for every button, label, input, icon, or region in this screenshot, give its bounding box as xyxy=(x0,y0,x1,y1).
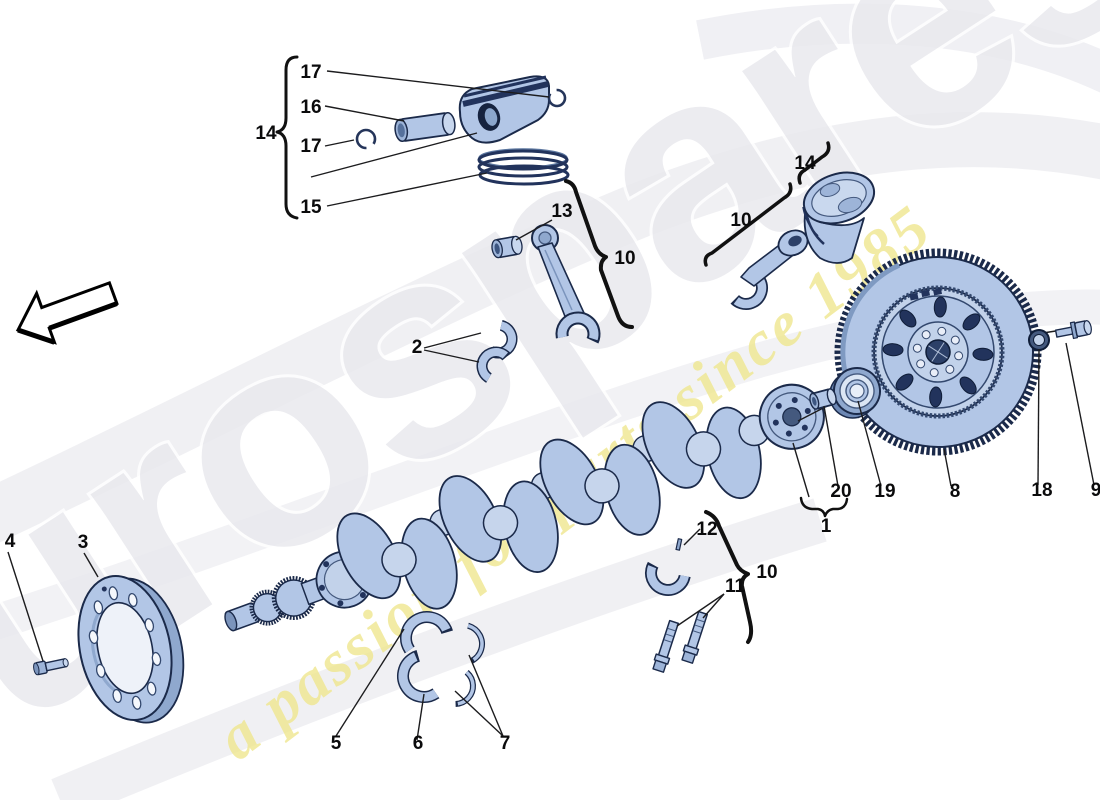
cap-bolt-1 xyxy=(652,619,680,673)
callout-9-bolt: 9 xyxy=(1091,480,1100,501)
brace-crankshaft-assembly xyxy=(799,496,849,518)
bracket-conrod-center xyxy=(564,179,634,329)
callout-10-conrod-right: 10 xyxy=(730,210,751,231)
conrod-cap xyxy=(645,550,691,596)
callout-20-bush: 20 xyxy=(830,481,851,502)
conrod-center xyxy=(531,224,601,357)
callout-7-thrust-washers: 7 xyxy=(500,733,511,754)
callout-16-gudgeon-pin: 16 xyxy=(300,97,321,118)
main-shell-lower xyxy=(397,649,451,703)
callout-4-damper-bolt: 4 xyxy=(5,531,16,552)
callout-labels: 17 16 17 15 14 13 10 2 14 10 8 18 9 19 2… xyxy=(5,62,1100,754)
callout-18-washer: 18 xyxy=(1031,480,1052,501)
damper-ring xyxy=(77,574,185,724)
bracket-piston-right xyxy=(797,141,831,185)
bracket-conrod-right xyxy=(703,182,793,267)
callout-2-shells: 2 xyxy=(412,337,423,358)
callout-19-seal: 19 xyxy=(874,481,895,502)
flywheel xyxy=(834,248,1042,456)
callout-15-piston-rings: 15 xyxy=(300,197,322,218)
callout-14-piston-group: 14 xyxy=(255,123,277,144)
gudgeon-pin xyxy=(394,111,456,143)
conrod-right xyxy=(724,229,809,310)
callout-13-bushing: 13 xyxy=(551,201,572,222)
callout-17-circlip-left: 17 xyxy=(300,136,321,157)
callout-17-circlip-top: 17 xyxy=(300,62,321,83)
bracket-cap-group xyxy=(704,510,754,644)
callout-3-damper-ring: 3 xyxy=(78,532,89,553)
circlip-left-icon xyxy=(355,128,377,150)
callout-8-flywheel: 8 xyxy=(950,481,961,502)
cap-locating-pin xyxy=(675,538,683,551)
seal-bearing xyxy=(828,367,881,419)
flywheel-bolt xyxy=(1054,320,1092,340)
washer xyxy=(1028,329,1050,351)
crankshaft xyxy=(224,383,825,632)
cap-bolt-2 xyxy=(681,610,709,664)
callout-6-shell-lower: 6 xyxy=(413,733,424,754)
leader-lines xyxy=(7,55,1095,741)
big-end-shell-lower xyxy=(476,346,516,386)
thrust-washer-1 xyxy=(441,622,485,666)
main-shell-upper xyxy=(400,611,454,665)
piston-right xyxy=(802,171,876,264)
callout-5-shell-upper: 5 xyxy=(331,733,342,754)
thrust-washer-2 xyxy=(434,665,476,707)
parts xyxy=(33,75,1092,724)
callout-10-cap-group: 10 xyxy=(756,562,777,583)
callout-14-piston-right: 14 xyxy=(794,153,816,174)
callout-11-cap-bolts: 11 xyxy=(725,576,746,597)
callout-1-crankshaft: 1 xyxy=(821,516,832,537)
damper-bolt xyxy=(33,658,69,676)
small-end-bushing xyxy=(491,235,523,259)
callout-10-conrod-center: 10 xyxy=(614,248,635,269)
direction-arrow-icon xyxy=(15,280,119,345)
bush xyxy=(809,388,837,410)
callout-12-pin: 12 xyxy=(696,519,717,540)
brace-piston-group-left xyxy=(275,55,299,220)
piston-left xyxy=(458,75,550,144)
